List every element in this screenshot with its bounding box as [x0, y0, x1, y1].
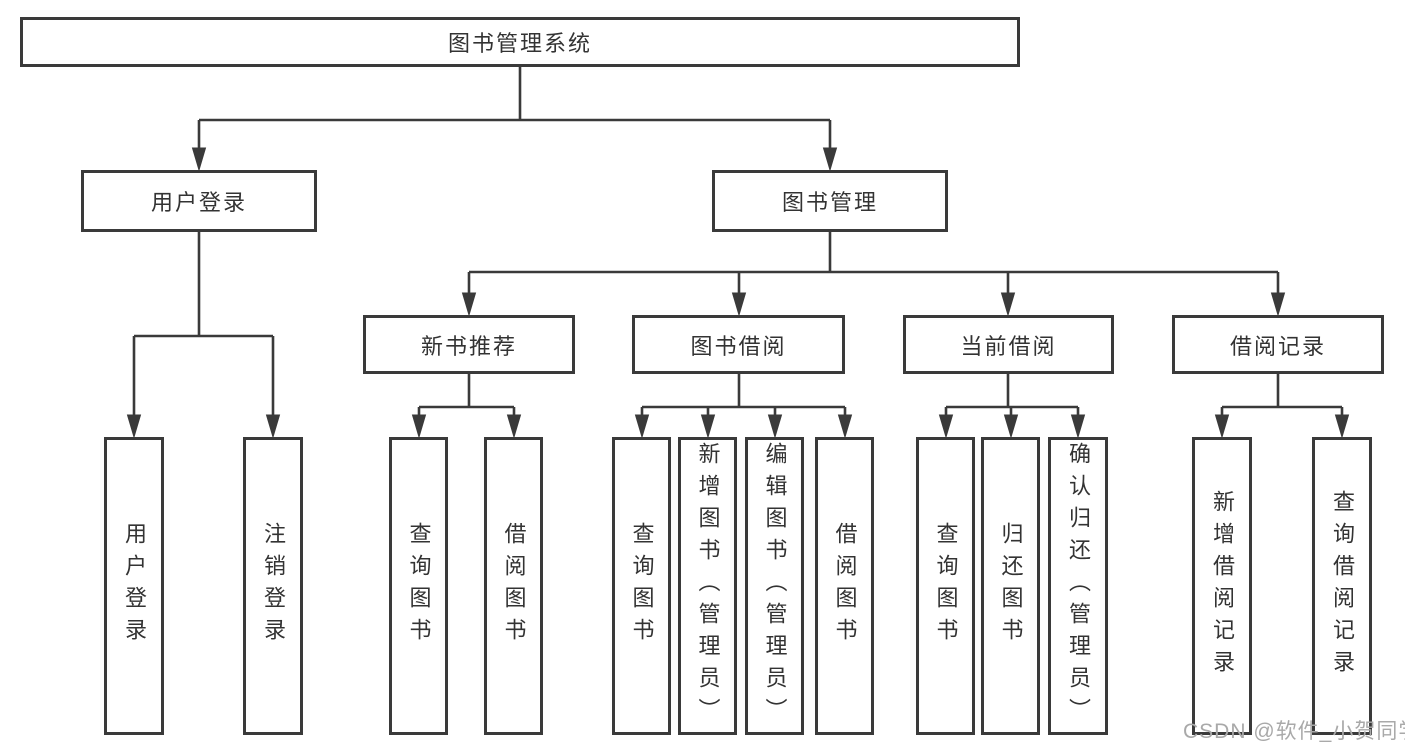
node-user-login: 用户登录	[81, 170, 317, 232]
node-leaf-user-login-label: 用户登录	[122, 522, 147, 650]
node-current-borrow-label: 当前借阅	[960, 333, 1057, 359]
node-leaf-nb-query: 查询图书	[389, 437, 448, 735]
node-book-borrow-label: 图书借阅	[690, 333, 787, 359]
node-root-label: 图书管理系统	[447, 31, 592, 56]
node-leaf-cb-confirm-label: 确认归还（管理员）	[1066, 442, 1091, 730]
node-leaf-br-add-label: 新增借阅记录	[1210, 490, 1235, 682]
node-leaf-bb-query-label: 查询图书	[629, 522, 655, 650]
node-leaf-br-query: 查询借阅记录	[1312, 437, 1372, 735]
connector-book-borrow-branch	[634, 374, 853, 439]
node-leaf-cb-confirm: 确认归还（管理员）	[1048, 437, 1108, 735]
node-leaf-cb-query-label: 查询图书	[933, 522, 959, 650]
node-leaf-logout-label: 注销登录	[261, 522, 286, 650]
connector-borrow-records-branch	[1214, 374, 1350, 439]
node-leaf-bb-add: 新增图书（管理员）	[678, 437, 737, 735]
node-leaf-cb-return-label: 归还图书	[998, 522, 1024, 650]
connector-book-mgmt-branch	[461, 232, 1286, 317]
node-leaf-bb-edit-label: 编辑图书（管理员）	[762, 442, 788, 730]
connector-current-borrow-branch	[938, 374, 1086, 439]
node-leaf-nb-borrow: 借阅图书	[484, 437, 543, 735]
node-current-borrow: 当前借阅	[903, 315, 1114, 374]
node-leaf-nb-borrow-label: 借阅图书	[501, 522, 527, 650]
connector-user-login-branch	[126, 232, 281, 439]
node-leaf-cb-return: 归还图书	[981, 437, 1040, 735]
connector-root-branch	[191, 67, 838, 172]
node-leaf-bb-edit: 编辑图书（管理员）	[745, 437, 804, 735]
node-leaf-bb-borrow: 借阅图书	[815, 437, 874, 735]
node-leaf-user-login: 用户登录	[104, 437, 164, 735]
node-leaf-bb-add-label: 新增图书（管理员）	[695, 442, 721, 730]
node-user-login-label: 用户登录	[150, 190, 247, 215]
node-borrow-records-label: 借阅记录	[1229, 333, 1326, 359]
node-leaf-logout: 注销登录	[243, 437, 303, 735]
node-book-borrow: 图书借阅	[632, 315, 845, 374]
node-leaf-br-query-label: 查询借阅记录	[1330, 490, 1355, 682]
node-new-books: 新书推荐	[363, 315, 575, 374]
csdn-watermark: CSDN @软件_小贺同学	[1183, 720, 1405, 743]
node-leaf-nb-query-label: 查询图书	[406, 522, 432, 650]
node-leaf-bb-query: 查询图书	[612, 437, 671, 735]
node-leaf-br-add: 新增借阅记录	[1192, 437, 1252, 735]
node-borrow-records: 借阅记录	[1172, 315, 1384, 374]
node-book-mgmt: 图书管理	[712, 170, 948, 232]
node-leaf-cb-query: 查询图书	[916, 437, 975, 735]
connector-new-books-branch	[411, 374, 522, 439]
node-book-mgmt-label: 图书管理	[781, 190, 878, 215]
node-leaf-bb-borrow-label: 借阅图书	[832, 522, 858, 650]
node-new-books-label: 新书推荐	[420, 333, 517, 359]
node-root: 图书管理系统	[20, 17, 1020, 67]
